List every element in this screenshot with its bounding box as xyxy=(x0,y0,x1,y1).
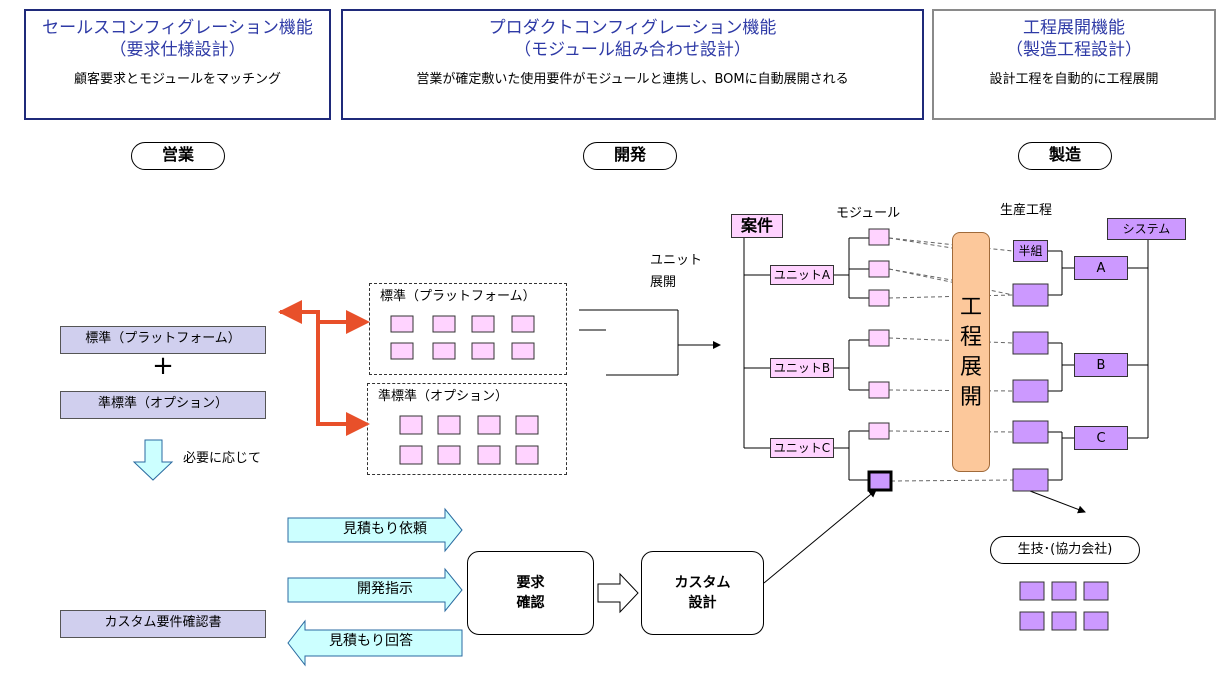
header-product: プロダクトコンフィグレーション機能 （モジュール組み合わせ設計） 営業が確定敷い… xyxy=(341,9,924,120)
module-label: モジュール xyxy=(836,206,901,221)
dashed-link xyxy=(888,268,1014,296)
dashed-link xyxy=(888,237,953,249)
option-module xyxy=(399,445,423,465)
dashed-link xyxy=(888,430,1014,433)
header-process-desc: 設計工程を自動的に工程展開 xyxy=(989,72,1159,87)
option-module xyxy=(437,415,461,435)
partner-module xyxy=(1051,611,1077,631)
bom-module xyxy=(868,260,890,278)
partner-module xyxy=(1019,611,1045,631)
need-arrow xyxy=(132,439,174,481)
dev-instruction-arrow xyxy=(287,567,463,613)
group-b-box: B xyxy=(1074,353,1128,377)
option-module xyxy=(515,415,539,435)
bom-module xyxy=(868,289,890,307)
standard-module xyxy=(432,342,456,360)
dev-label: 開発 xyxy=(583,142,677,170)
process-step xyxy=(1012,420,1049,444)
dev-instruction-label: 開発指示 xyxy=(357,581,413,597)
bom-module xyxy=(868,228,890,246)
bom-unit-a: ユニットA xyxy=(770,265,834,285)
standard-module xyxy=(471,315,495,333)
sales-plus: + xyxy=(152,351,174,381)
sales-custom-doc: カスタム要件確認書 xyxy=(60,610,266,638)
estimate-request-arrow xyxy=(287,507,463,553)
custom-module xyxy=(867,470,893,492)
dev-semi-label: 準標準（オプション） xyxy=(378,389,509,404)
bom-module xyxy=(868,329,890,347)
bom-unit-b: ユニットB xyxy=(770,358,834,378)
header-sales-title: セールスコンフィグレーション機能 xyxy=(42,18,313,38)
dashed-link xyxy=(888,268,953,281)
header-process-subtitle: （製造工程設計） xyxy=(1006,40,1142,60)
option-module xyxy=(515,445,539,465)
custom-design-box: カスタム設計 xyxy=(641,551,764,635)
option-module xyxy=(399,415,423,435)
partner-label: 生技･(協力会社) xyxy=(990,536,1140,564)
unit-expand-label: ユニット展開 xyxy=(650,253,703,290)
estimate-answer-arrow xyxy=(287,619,463,667)
bom-unit-c: ユニットC xyxy=(770,438,834,458)
mfg-process-label: 生産工程 xyxy=(1000,203,1053,218)
group-c-box: C xyxy=(1074,426,1128,450)
group-a-box: A xyxy=(1074,256,1128,280)
header-sales-desc: 顧客要求とモジュールをマッチング xyxy=(73,72,282,87)
standard-module xyxy=(390,315,414,333)
standard-module xyxy=(511,342,535,360)
header-sales-subtitle: （要求仕様設計） xyxy=(109,40,246,60)
sales-standard-button: 標準（プラットフォーム） xyxy=(60,326,266,354)
req-to-custom-arrow xyxy=(597,572,639,614)
dashed-link xyxy=(890,479,1014,482)
partner-module xyxy=(1051,581,1077,601)
partner-module xyxy=(1083,581,1109,601)
process-step xyxy=(1012,468,1049,492)
option-module xyxy=(477,415,501,435)
process-step xyxy=(1012,283,1049,307)
req-confirm-label: 要求確認 xyxy=(516,575,545,611)
header-product-desc: 営業が確定敷いた使用要件がモジュールと連携し、BOMに自動展開される xyxy=(416,72,849,87)
header-product-title: プロダクトコンフィグレーション機能 xyxy=(488,18,777,38)
red-arrow-option xyxy=(280,310,370,436)
standard-module xyxy=(511,315,535,333)
standard-module xyxy=(432,315,456,333)
mfg-to-partner-arrow xyxy=(1029,490,1086,514)
sales-semi-button: 準標準（オプション） xyxy=(60,391,266,419)
partner-module xyxy=(1019,581,1045,601)
process-expand-label: 工程展開 xyxy=(960,295,983,410)
req-confirm-box: 要求確認 xyxy=(467,551,594,635)
option-module xyxy=(437,445,461,465)
dev-standard-label: 標準（プラットフォーム） xyxy=(380,289,536,304)
dashed-link xyxy=(888,337,1014,344)
dashed-link xyxy=(888,237,1014,252)
bom-module xyxy=(868,381,890,399)
process-step xyxy=(1012,379,1049,403)
header-product-subtitle: （モジュール組み合わせ設計） xyxy=(514,40,751,60)
bom-module xyxy=(868,422,890,440)
project-box: 案件 xyxy=(731,214,783,238)
estimate-request-label: 見積もり依頼 xyxy=(343,521,427,537)
dashed-link xyxy=(888,294,1014,299)
standard-module xyxy=(390,342,414,360)
header-process: 工程展開機能 （製造工程設計） 設計工程を自動的に工程展開 xyxy=(932,9,1216,120)
sales-arrow-note: 必要に応じて xyxy=(183,451,262,466)
option-module xyxy=(477,445,501,465)
header-process-title: 工程展開機能 xyxy=(1023,18,1125,38)
estimate-answer-label: 見積もり回答 xyxy=(329,633,413,649)
custom-design-arrow xyxy=(763,489,877,584)
partner-module xyxy=(1083,611,1109,631)
standard-module xyxy=(471,342,495,360)
sales-label: 営業 xyxy=(131,142,225,170)
process-expand-bar: 工程展開 xyxy=(952,232,990,472)
header-sales: セールスコンフィグレーション機能 （要求仕様設計） 顧客要求とモジュールをマッチ… xyxy=(24,9,331,120)
process-step xyxy=(1012,331,1049,355)
half-assembly-box: 半組 xyxy=(1013,240,1048,262)
dashed-link xyxy=(888,389,1014,392)
mfg-label: 製造 xyxy=(1018,142,1112,170)
system-box: システム xyxy=(1107,218,1186,240)
custom-design-label: カスタム設計 xyxy=(674,575,731,611)
